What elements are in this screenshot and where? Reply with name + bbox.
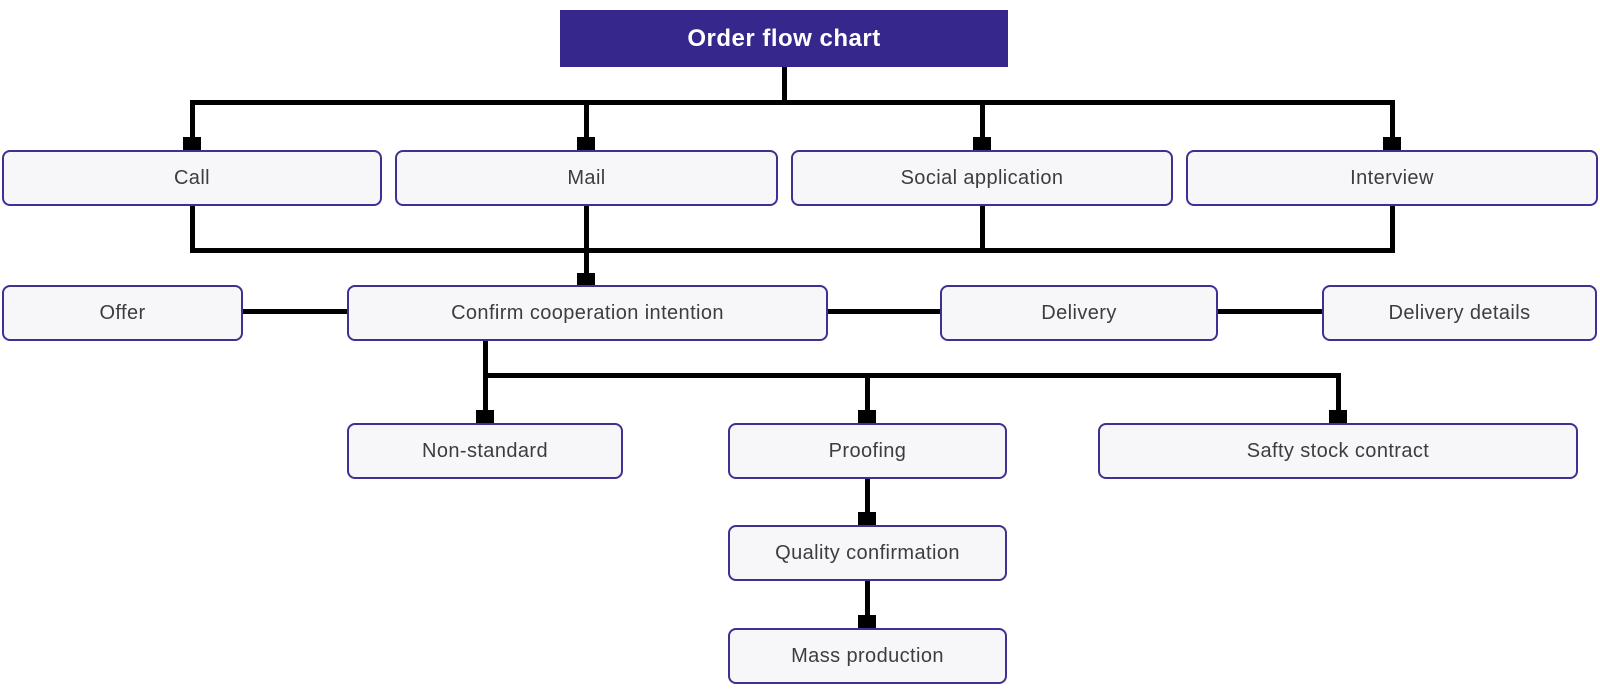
node-social-application: Social application: [791, 150, 1173, 206]
connector-drop-call: [190, 100, 195, 142]
arrow-square-safty: [1329, 410, 1347, 424]
connector-quality-mass: [865, 580, 870, 619]
node-confirm-cooperation: Confirm cooperation intention: [347, 285, 828, 341]
arrow-square-proofing: [858, 410, 876, 424]
arrow-square-quality: [858, 512, 876, 526]
connector-proofing-quality: [865, 478, 870, 516]
connector-mail-to-confirm: [584, 206, 589, 276]
arrow-square-social: [973, 137, 991, 151]
node-proofing: Proofing: [728, 423, 1007, 479]
connector-bus-level2: [190, 248, 1395, 253]
connector-drop-safty: [1336, 373, 1341, 413]
node-delivery-details: Delivery details: [1322, 285, 1597, 341]
node-non-standard: Non-standard: [347, 423, 623, 479]
node-delivery: Delivery: [940, 285, 1218, 341]
arrow-square-mail: [577, 137, 595, 151]
connector-drop-interview: [1390, 100, 1395, 142]
node-mass-production: Mass production: [728, 628, 1007, 684]
arrow-square-call: [183, 137, 201, 151]
node-interview: Interview: [1186, 150, 1598, 206]
node-quality-confirmation: Quality confirmation: [728, 525, 1007, 581]
connector-bus-level3: [483, 373, 1341, 378]
connector-drop-mail: [584, 100, 589, 142]
node-call: Call: [2, 150, 382, 206]
arrow-square-mass: [858, 615, 876, 629]
connector-confirm-delivery: [828, 309, 940, 314]
connector-drop-social: [980, 100, 985, 142]
connector-bus-level1: [190, 100, 1395, 105]
connector-offer-confirm: [243, 309, 347, 314]
arrow-square-confirm: [577, 273, 595, 287]
connector-title-down: [782, 67, 787, 105]
arrow-square-interview: [1383, 137, 1401, 151]
node-safty-stock-contract: Safty stock contract: [1098, 423, 1578, 479]
connector-drop-proofing: [865, 373, 870, 413]
node-title: Order flow chart: [560, 10, 1008, 67]
node-offer: Offer: [2, 285, 243, 341]
connector-call-down: [190, 206, 195, 253]
arrow-square-non-standard: [476, 410, 494, 424]
connector-delivery-details: [1218, 309, 1322, 314]
connector-social-down: [980, 206, 985, 253]
node-mail: Mail: [395, 150, 778, 206]
connector-interview-down: [1390, 206, 1395, 253]
